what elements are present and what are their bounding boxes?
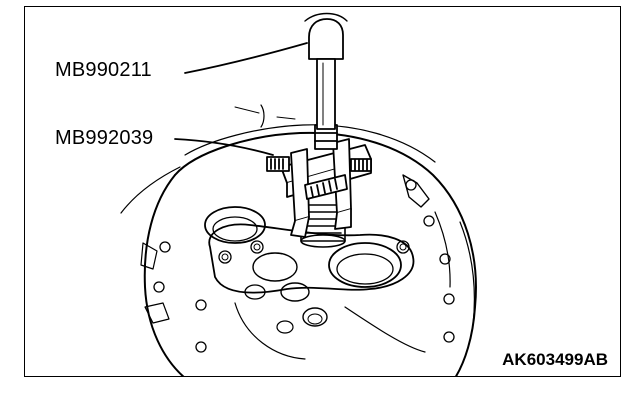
figure-code: AK603499AB xyxy=(502,350,608,369)
shaft-assembly xyxy=(300,204,346,248)
bearing-puller xyxy=(266,124,372,238)
callout-label-mb992039: MB992039 xyxy=(55,127,154,149)
figure-frame: MB990211 MB992039 AK603499AB xyxy=(24,6,621,377)
callout-label-mb990211: MB990211 xyxy=(55,59,152,81)
bearing-retainer-plate xyxy=(204,206,426,360)
transaxle-case xyxy=(120,104,477,376)
transaxle-illustration xyxy=(120,12,477,376)
leader-lines xyxy=(174,42,308,156)
slide-hammer xyxy=(304,12,348,130)
